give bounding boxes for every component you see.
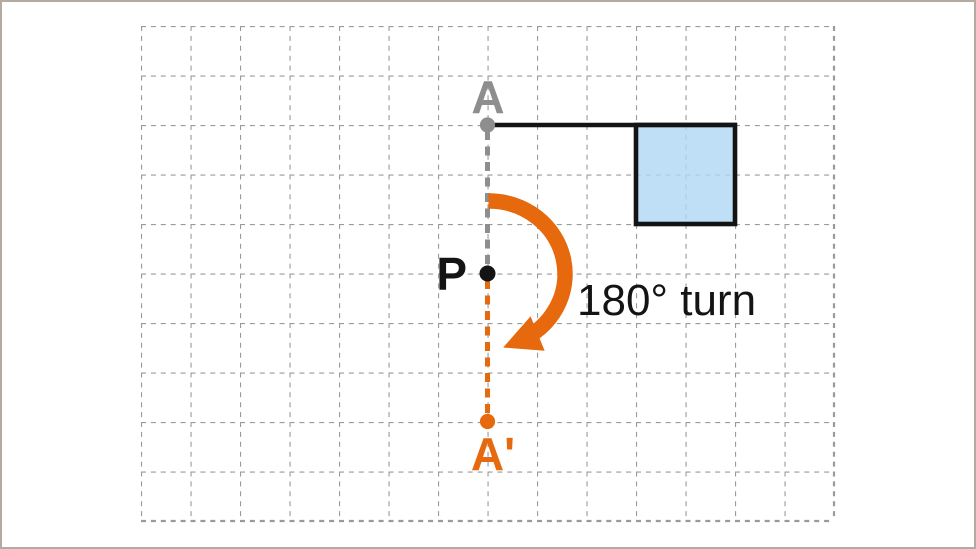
- shape-square: [633, 122, 738, 227]
- point-a-label: A: [471, 71, 504, 123]
- rotation-arrow: [488, 193, 573, 351]
- point-a-dot: [479, 117, 496, 133]
- point-p-label: P: [436, 248, 467, 300]
- point-p-dot: [479, 265, 496, 282]
- point-a-prime-label: A': [471, 428, 515, 480]
- rotation-annotation: 180° turn: [577, 276, 756, 325]
- point-a-prime-dot: [479, 413, 496, 430]
